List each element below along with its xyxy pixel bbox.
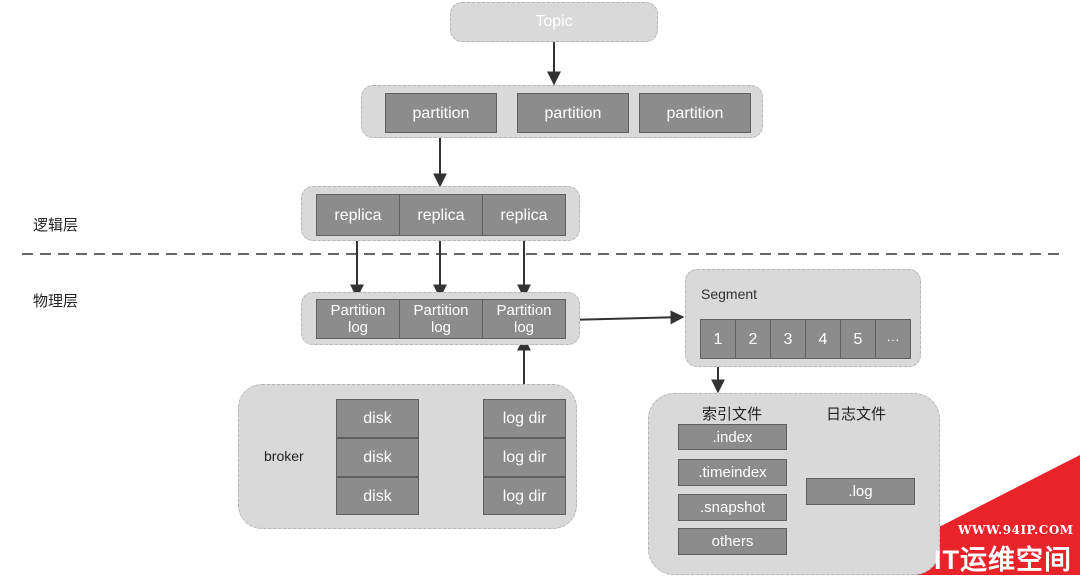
topic-group: Topic	[450, 2, 658, 42]
disk-2[interactable]: disk	[336, 438, 419, 477]
log-dir-3[interactable]: log dir	[483, 477, 566, 515]
segment-cell-2[interactable]: 2	[735, 319, 771, 359]
log-files-title: 日志文件	[826, 406, 887, 423]
index-files-title: 索引文件	[702, 406, 763, 423]
topic-label: Topic	[535, 13, 573, 30]
partition-1[interactable]: partition	[385, 93, 497, 133]
logical-layer-label: 逻辑层	[33, 217, 79, 234]
log-dir-2[interactable]: log dir	[483, 438, 566, 477]
segment-title: Segment	[701, 286, 758, 302]
partition-log-2[interactable]: Partition log	[399, 299, 483, 339]
partition-log-3[interactable]: Partition log	[482, 299, 566, 339]
arrow-log-segment	[565, 310, 685, 325]
segment-cell-4[interactable]: 4	[805, 319, 841, 359]
watermark-name: IT运维空间	[934, 545, 1072, 575]
partition-2[interactable]: partition	[517, 93, 629, 133]
snapshot-file[interactable]: .snapshot	[678, 494, 787, 521]
broker-label: broker	[264, 448, 304, 464]
replica-1[interactable]: replica	[316, 194, 400, 236]
partition-3[interactable]: partition	[639, 93, 751, 133]
replica-3[interactable]: replica	[482, 194, 566, 236]
segment-cell-5[interactable]: 5	[840, 319, 876, 359]
watermark-url: WWW.94IP.COM	[958, 523, 1074, 537]
timeindex-file[interactable]: .timeindex	[678, 459, 787, 486]
index-file[interactable]: .index	[678, 424, 787, 450]
physical-layer-label: 物理层	[33, 293, 79, 310]
segment-cell-3[interactable]: 3	[770, 319, 806, 359]
segment-cell-1[interactable]: 1	[700, 319, 736, 359]
segment-cell-more[interactable]: ···	[875, 319, 911, 359]
others-file[interactable]: others	[678, 528, 787, 555]
disk-3[interactable]: disk	[336, 477, 419, 515]
partition-log-1[interactable]: Partition log	[316, 299, 400, 339]
log-file[interactable]: .log	[806, 478, 915, 505]
disk-1[interactable]: disk	[336, 399, 419, 438]
replica-2[interactable]: replica	[399, 194, 483, 236]
log-dir-1[interactable]: log dir	[483, 399, 566, 438]
